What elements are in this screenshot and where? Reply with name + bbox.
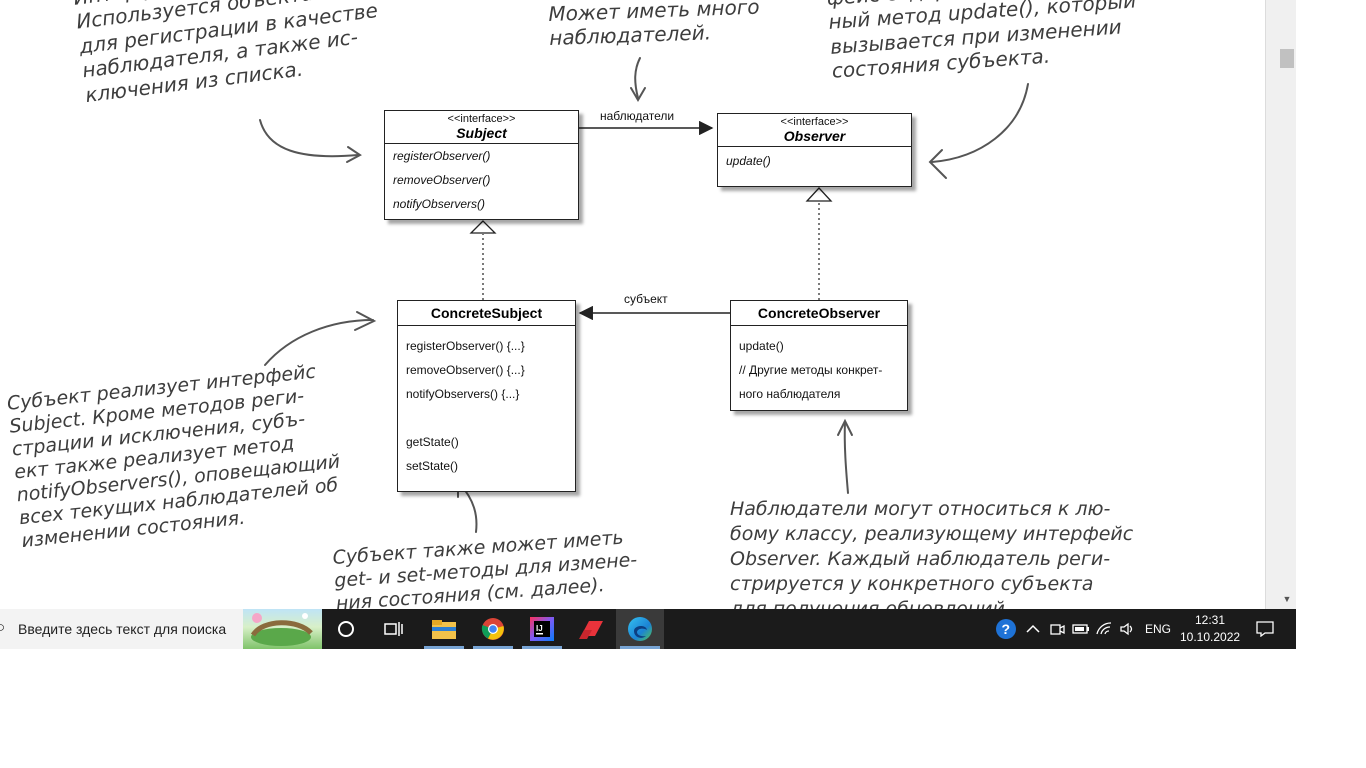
realization-triangle-observer [805, 187, 833, 202]
clock-time: 12:31 [1194, 613, 1226, 627]
note-arrow-subject [259, 119, 359, 158]
scrollbar-thumb[interactable] [1280, 49, 1294, 68]
observer-title: Observer [783, 128, 846, 144]
note-arrow-concrete-subject [264, 319, 374, 366]
windows-taskbar: ○ Введите здесь текст для поиска [0, 609, 1296, 649]
taskbar-app-anydesk[interactable] [567, 609, 615, 649]
association-label-observers: наблюдатели [600, 109, 675, 123]
note-arrow-update [931, 83, 1029, 163]
show-hidden-icons-button[interactable] [1022, 609, 1044, 649]
battery-icon [1072, 624, 1089, 634]
taskbar-app-chrome[interactable] [469, 609, 517, 649]
network-tray-button[interactable] [1094, 609, 1116, 649]
svg-text:IJ: IJ [536, 624, 543, 633]
taskbar-app-edge[interactable] [616, 609, 664, 649]
speaker-icon [1120, 622, 1133, 636]
realization-triangle-subject [469, 220, 497, 234]
clock-date: 10.10.2022 [1180, 630, 1241, 644]
chrome-icon [481, 618, 504, 640]
svg-text:?: ? [1002, 621, 1011, 637]
subject-title: Subject [456, 125, 507, 141]
concrete-subject-title: ConcreteSubject [430, 305, 543, 321]
help-icon: ? [996, 619, 1016, 639]
concrete-observer-method: update() [739, 339, 784, 353]
screen-margin [1296, 0, 1366, 768]
vertical-scrollbar[interactable]: ▼ [1265, 0, 1296, 609]
help-tray-button[interactable]: ? [993, 609, 1019, 649]
observer-stereotype: <<interface>> [780, 116, 849, 128]
subject-stereotype: <<interface>> [447, 113, 516, 125]
concrete-observer-method: // Другие методы конкрет- [739, 363, 883, 377]
anydesk-icon [579, 621, 603, 639]
language-indicator[interactable]: ENG [1144, 622, 1171, 636]
battery-tray-button[interactable] [1070, 609, 1092, 649]
system-clock[interactable]: 12:31 10.10.2022 [1180, 612, 1240, 646]
wifi-icon [1096, 622, 1112, 635]
concrete-observer-method: ного наблюдателя [739, 387, 841, 401]
task-view-icon-button[interactable] [370, 609, 418, 649]
file-explorer-icon [432, 620, 456, 639]
subject-interface-box: <<interface>> Subject registerObserver()… [384, 110, 579, 220]
action-center-button[interactable] [1250, 609, 1280, 649]
taskbar-app-intellij[interactable]: IJ [518, 609, 566, 649]
observer-interface-box: <<interface>> Observer update() [717, 113, 912, 187]
note-many-observers: Может иметь много наблюдателей. [548, 0, 760, 51]
concrete-subject-method: removeObserver() {...} [406, 363, 525, 377]
concrete-subject-box: ConcreteSubject registerObserver() {...}… [397, 300, 576, 492]
camera-icon [1050, 624, 1065, 635]
taskbar-search-box[interactable]: ○ Введите здесь текст для поиска [0, 609, 322, 649]
concrete-observer-title: ConcreteObserver [757, 305, 881, 321]
concrete-subject-method: setState() [406, 459, 459, 473]
scroll-down-arrow-icon[interactable]: ▼ [1282, 594, 1292, 604]
concrete-subject-method: getState() [406, 435, 459, 449]
chevron-up-icon [1026, 624, 1040, 633]
notification-icon [1256, 621, 1274, 637]
search-highlight-illustration-icon[interactable] [243, 609, 322, 649]
task-view-icon [384, 622, 403, 636]
note-concrete-subject: Субъект реализует интерфейс Subject. Кро… [6, 360, 342, 553]
meet-now-tray-button[interactable] [1046, 609, 1068, 649]
diagram-connectors [259, 57, 1029, 533]
taskbar-app-file-explorer[interactable] [420, 609, 468, 649]
subject-method: notifyObservers() [393, 197, 486, 211]
concrete-subject-method: notifyObservers() {...} [406, 387, 520, 401]
intellij-icon: IJ [530, 617, 554, 641]
note-arrow-many [634, 57, 641, 99]
concrete-subject-method: registerObserver() {...} [406, 339, 525, 353]
concrete-observer-box: ConcreteObserver update() // Другие мето… [730, 300, 908, 411]
task-view-button[interactable] [322, 609, 370, 649]
subject-method: removeObserver() [393, 173, 491, 187]
cortana-circle-icon [338, 621, 354, 637]
document-page: наблюдатели субъект <<interface>> Subjec… [6, 0, 1137, 609]
note-concrete-observer: Наблюдатели могут относиться к лю- бому … [730, 498, 1134, 609]
search-icon: ○ [0, 619, 6, 636]
edge-icon [628, 617, 652, 641]
search-placeholder: Введите здесь текст для поиска [18, 621, 227, 637]
association-label-subject: субъект [624, 292, 668, 306]
volume-tray-button[interactable] [1117, 609, 1139, 649]
note-arrow-concrete-observer [843, 421, 849, 494]
subject-method: registerObserver() [393, 149, 491, 163]
observer-method: update() [726, 154, 771, 168]
concrete-subject-method [406, 406, 567, 430]
